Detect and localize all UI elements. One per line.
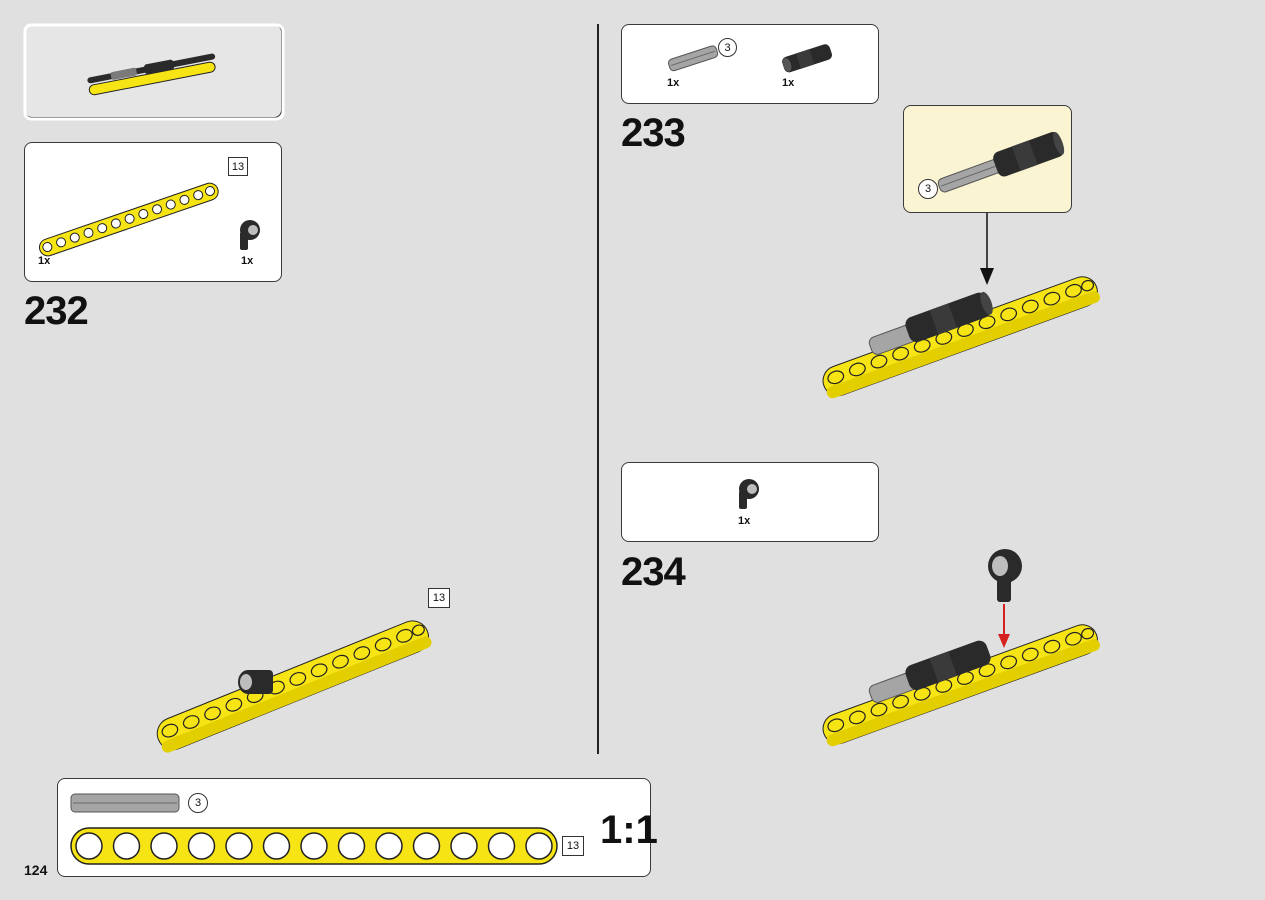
step-234-connector-icon	[988, 549, 1022, 602]
step-232-number: 232	[24, 289, 89, 333]
page-divider	[597, 24, 599, 754]
step-233-arrow	[980, 213, 994, 285]
grey-axle-3-scale-icon	[70, 793, 180, 813]
scale-beam-hole	[412, 832, 441, 860]
beam-qty: 1x	[38, 255, 51, 267]
step-232-parts-panel: 13 1x 1x	[24, 142, 282, 282]
scale-beam-hole	[112, 832, 141, 860]
axle-connector-qty: 1x	[782, 77, 795, 89]
scale-beam-hole	[450, 832, 478, 860]
black-connector-icon	[739, 479, 759, 509]
previous-result-panel	[23, 23, 285, 121]
connector-qty: 1x	[241, 255, 254, 267]
scale-beam-hole	[262, 832, 291, 860]
grey-axle-3-icon	[667, 45, 719, 72]
step-233-number: 233	[621, 111, 686, 155]
page-number: 124	[24, 862, 48, 878]
beam-size-label: 13	[228, 157, 248, 176]
scale-beam-hole	[225, 832, 253, 860]
axle-in-connector-icon	[937, 131, 1065, 193]
axle-qty: 1x	[667, 77, 680, 89]
scale-axle-size-label: 3	[188, 793, 208, 813]
step-233-parts-panel: 3 1x 1x	[621, 24, 879, 104]
step-234-parts-panel: 1x	[621, 462, 879, 542]
step-234-number: 234	[621, 550, 686, 594]
scale-beam-hole	[525, 832, 553, 860]
step-234-assembly	[822, 624, 1100, 747]
scale-beam-hole	[487, 832, 516, 860]
scale-beam-hole	[150, 832, 178, 860]
axle-size-label: 3	[718, 38, 737, 57]
scale-beam-hole	[375, 832, 403, 860]
scale-beam-size-label: 13	[562, 836, 584, 856]
black-axle-connector-icon	[782, 44, 832, 73]
callout-axle-size-label: 3	[918, 179, 938, 199]
step-234-connector-qty: 1x	[738, 515, 751, 527]
yellow-beam-13-scale-icon	[70, 827, 558, 865]
scale-beam-hole	[187, 832, 216, 860]
scale-beam-hole	[300, 832, 328, 860]
scale-guide-panel: 3 13 1:1	[57, 778, 658, 877]
black-connector-icon	[238, 670, 273, 694]
black-connector-icon	[240, 220, 260, 250]
step-233-callout: 3	[903, 105, 1072, 213]
scale-beam-hole	[75, 832, 103, 860]
scale-beam-hole	[337, 832, 366, 860]
step-233-assembly	[822, 276, 1100, 399]
step-232-assembly	[156, 620, 432, 753]
scale-ratio: 1:1	[600, 808, 658, 852]
step-232-assembly-size-label: 13	[428, 588, 450, 608]
yellow-beam-13-icon	[38, 182, 219, 257]
beam-with-axle-assembly-icon	[23, 23, 285, 121]
step-234-red-arrow	[998, 604, 1010, 648]
